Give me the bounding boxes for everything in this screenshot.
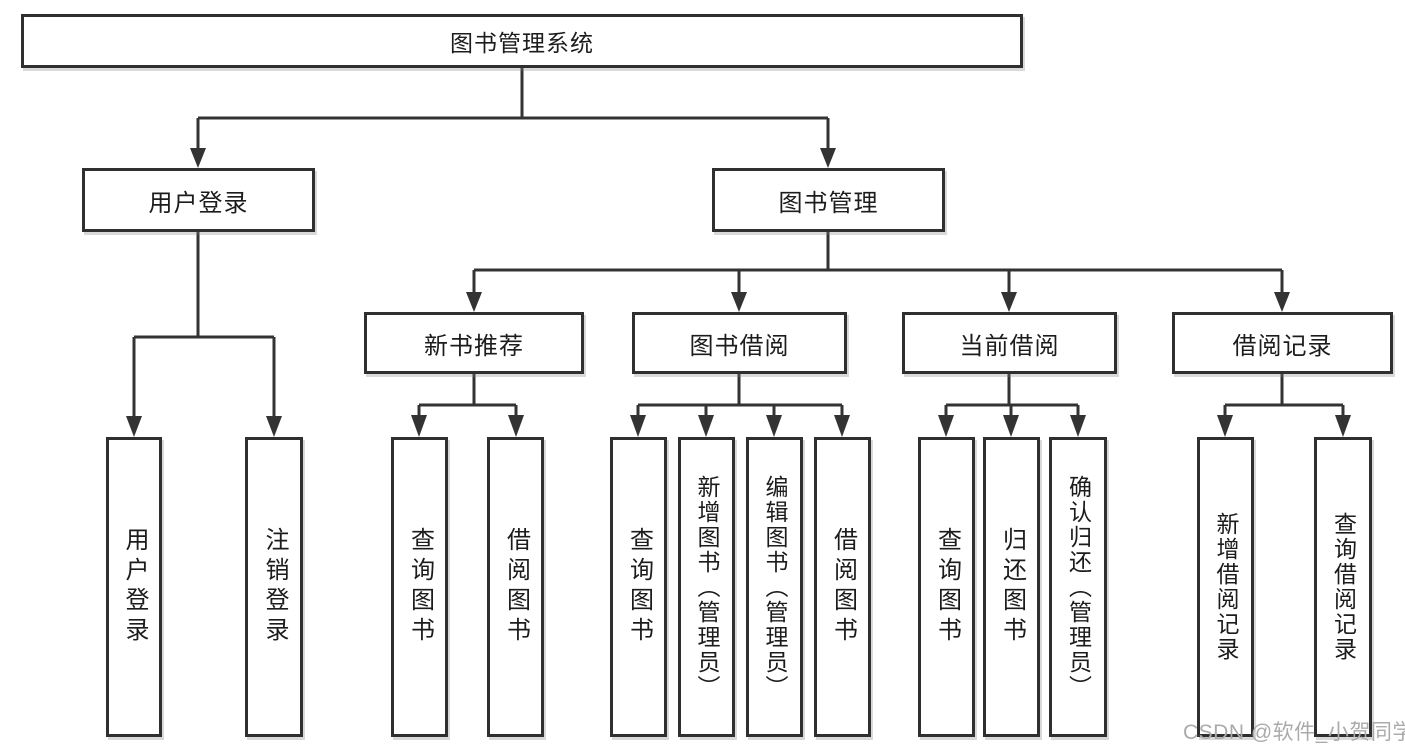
leaf-edit-books-admin: 编辑图书（管理员） [746, 437, 803, 737]
leaf-logout: 注销登录 [245, 437, 303, 737]
node-label: 借阅记录 [1232, 332, 1333, 360]
node-label: 新书推荐 [424, 332, 524, 360]
node-label: 图书借阅 [689, 332, 790, 360]
leaf-confirm-return-admin: 确认归还（管理员） [1049, 437, 1107, 737]
node-label: 编辑图书（管理员） [762, 474, 788, 700]
node-label: 注销登录 [261, 527, 288, 647]
leaf-query-books-recommend: 查询图书 [391, 437, 448, 737]
leaf-user-login: 用户登录 [106, 437, 162, 737]
node-label: 查询图书 [933, 527, 961, 647]
node-label: 确认归还（管理员） [1065, 474, 1092, 700]
node-label: 借阅图书 [829, 527, 857, 647]
node-borrow-records: 借阅记录 [1172, 312, 1393, 374]
node-label: 新增图书（管理员） [694, 474, 720, 700]
leaf-borrow-books: 借阅图书 [814, 437, 871, 737]
csdn-watermark: CSDN @软件_小贺同学 [1183, 721, 1405, 744]
leaf-query-borrow-record: 查询借阅记录 [1314, 437, 1372, 737]
node-label: 当前借阅 [959, 332, 1060, 360]
node-label: 图书管理 [778, 189, 879, 217]
node-label: 查询图书 [406, 527, 434, 647]
node-label: 归还图书 [998, 527, 1026, 647]
node-user-login-branch: 用户登录 [82, 168, 315, 232]
node-new-book-recommend: 新书推荐 [364, 312, 584, 374]
node-label: 用户登录 [121, 527, 148, 647]
node-label: 新增借阅记录 [1213, 512, 1239, 662]
node-label: 查询图书 [625, 527, 653, 647]
node-label: 查询借阅记录 [1330, 512, 1357, 662]
leaf-borrow-books-recommend: 借阅图书 [487, 437, 544, 737]
node-label: 借阅图书 [502, 527, 530, 647]
node-current-borrow: 当前借阅 [902, 312, 1117, 374]
leaf-add-books-admin: 新增图书（管理员） [678, 437, 735, 737]
node-book-management-branch: 图书管理 [712, 168, 945, 232]
node-label: 用户登录 [148, 189, 249, 217]
node-root-system: 图书管理系统 [21, 14, 1023, 68]
leaf-query-books-borrow: 查询图书 [610, 437, 667, 737]
node-book-borrow: 图书借阅 [632, 312, 847, 374]
leaf-add-borrow-record: 新增借阅记录 [1197, 437, 1254, 737]
node-label: 图书管理系统 [450, 30, 594, 56]
leaf-return-books: 归还图书 [983, 437, 1040, 737]
leaf-query-books-current: 查询图书 [918, 437, 975, 737]
